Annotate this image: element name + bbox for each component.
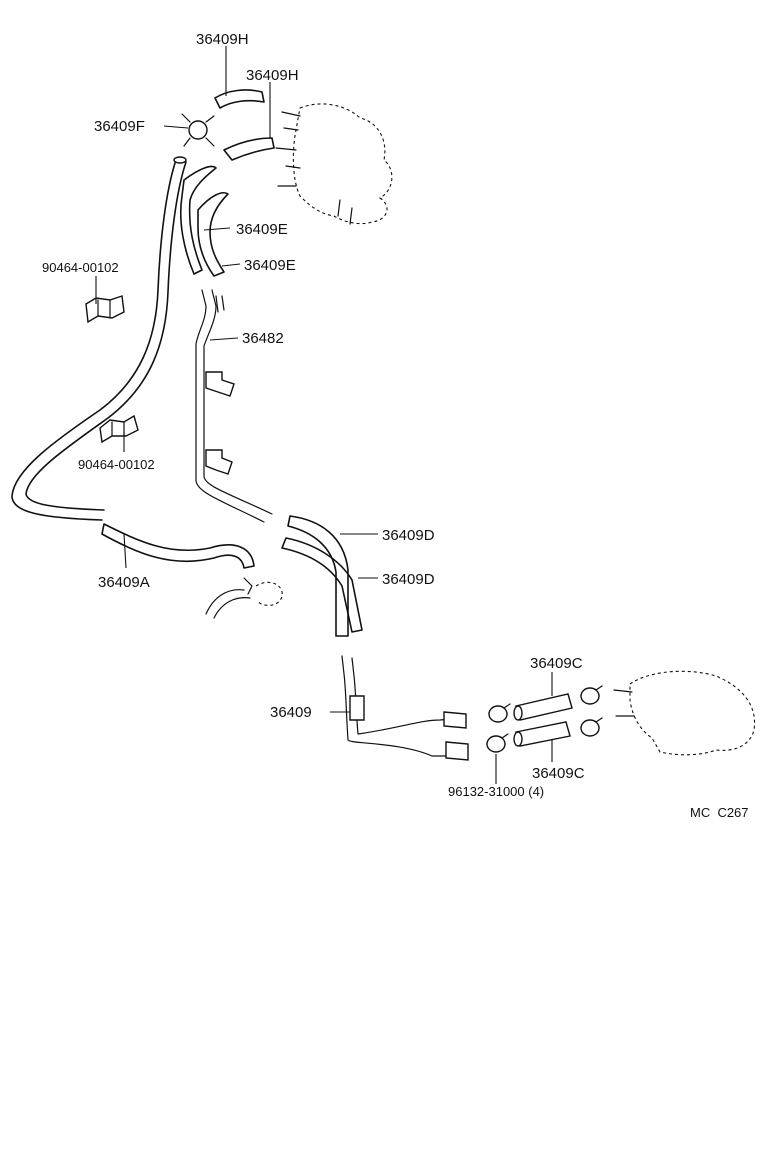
label-36409e-first: 36409E	[236, 221, 288, 238]
label-36409a: 36409A	[98, 574, 150, 591]
label-36409f: 36409F	[94, 118, 145, 135]
leader-lines	[95, 46, 553, 784]
lower-engine-outline	[613, 670, 756, 756]
hose-36409a-long	[11, 156, 187, 521]
pipe-36409-assembly	[341, 655, 469, 761]
label-36409c-upper: 36409C	[530, 655, 583, 672]
label-36409c-lower: 36409C	[532, 765, 585, 782]
hose-36409e-a	[179, 165, 217, 275]
label-36482: 36482	[242, 330, 284, 347]
hose-36409h-lower	[223, 137, 275, 161]
label-36409d-first: 36409D	[382, 527, 435, 544]
label-36409d-second: 36409D	[382, 571, 435, 588]
diagram-code: MC C267	[690, 805, 749, 820]
label-36409: 36409	[270, 704, 312, 721]
label-clip-upper: 90464-00102	[42, 260, 119, 275]
label-clip-lower: 90464-00102	[78, 457, 155, 472]
label-36409e-second: 36409E	[244, 257, 296, 274]
upper-engine-outline	[275, 103, 393, 225]
hose-36409h-upper	[214, 89, 265, 109]
pipe-36482	[195, 289, 273, 523]
clip-upper	[85, 295, 125, 324]
hose-36409e-b	[197, 192, 229, 277]
label-clamp: 96132-31000 (4)	[448, 784, 544, 799]
label-36409h-top: 36409H	[196, 31, 249, 48]
lower-left-fitting	[205, 577, 283, 619]
label-36409h-second: 36409H	[246, 67, 299, 84]
hose-36409a-short	[101, 523, 255, 569]
clamps-96132	[486, 685, 603, 753]
hose-36409d-a	[287, 515, 349, 637]
hose-36409c-upper	[513, 693, 573, 721]
hose-36409c-lower	[513, 721, 571, 747]
valve-36409f	[181, 113, 215, 147]
hose-36409d-b	[281, 537, 363, 633]
